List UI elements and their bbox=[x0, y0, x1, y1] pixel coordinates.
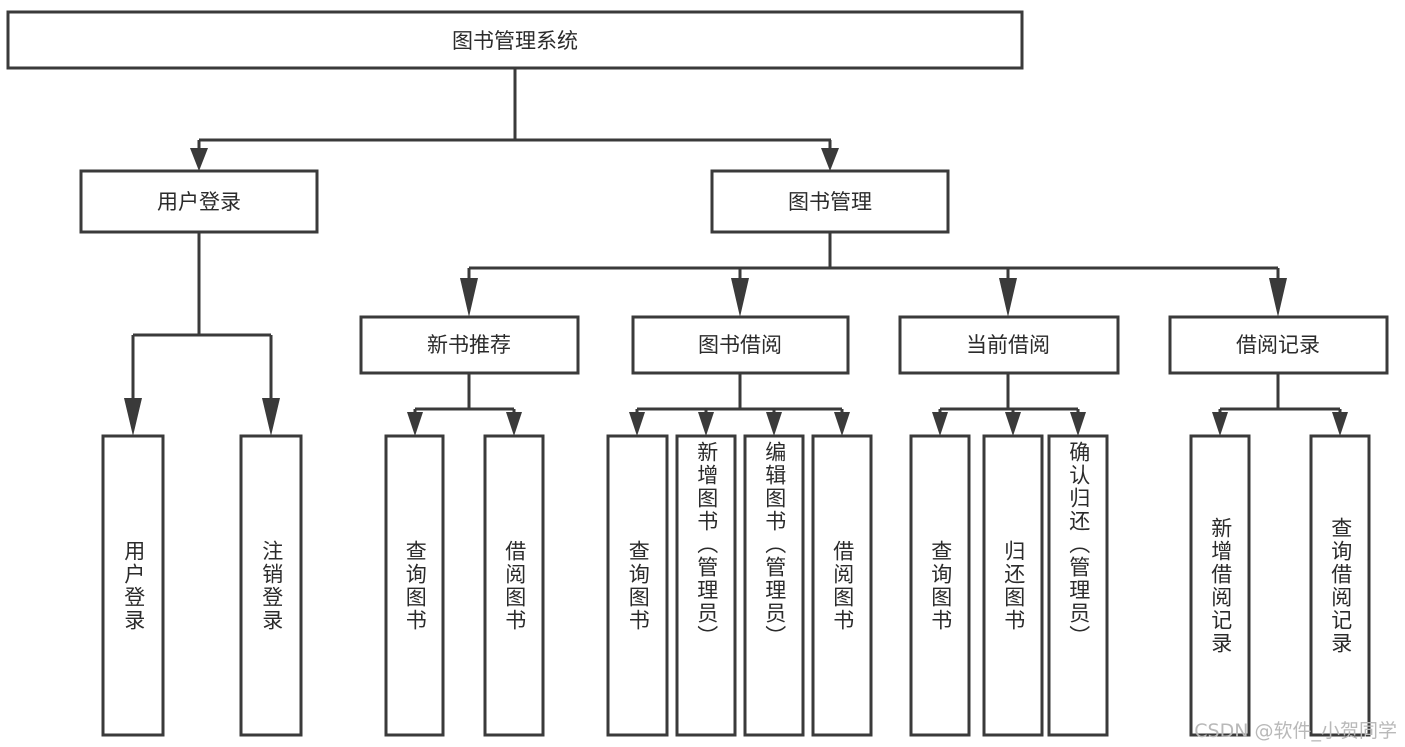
node-book-borrow-label: 图书借阅 bbox=[698, 333, 782, 357]
edge-level2-to-level3 bbox=[460, 232, 1287, 317]
node-root[interactable]: 图书管理系统 bbox=[6, 10, 1024, 70]
node-current-borrow-label: 当前借阅 bbox=[966, 333, 1050, 357]
leaf-box bbox=[1047, 434, 1109, 737]
edge-current-borrow-to-leaves bbox=[932, 373, 1086, 436]
node-book-borrow[interactable]: 图书借阅 bbox=[631, 315, 850, 375]
leaf-box bbox=[101, 434, 165, 737]
edge-borrow-record-to-leaves bbox=[1212, 373, 1348, 436]
node-borrow-record-label: 借阅记录 bbox=[1236, 333, 1320, 357]
leaf-box bbox=[675, 434, 737, 737]
node-borrow-record[interactable]: 借阅记录 bbox=[1168, 315, 1389, 375]
node-book-management-label: 图书管理 bbox=[788, 190, 872, 214]
node-new-book-recommend-label: 新书推荐 bbox=[427, 333, 511, 357]
leaf-box bbox=[743, 434, 805, 737]
edge-user-login-to-leaves bbox=[124, 232, 280, 436]
leaf-box bbox=[909, 434, 971, 737]
node-user-login[interactable]: 用户登录 bbox=[79, 169, 319, 234]
leaf-box bbox=[483, 434, 545, 737]
edge-root-to-level2 bbox=[190, 68, 839, 171]
leaf-box bbox=[1309, 434, 1371, 737]
leaf-boxes bbox=[101, 434, 1371, 737]
leaf-box bbox=[239, 434, 303, 737]
leaf-box bbox=[606, 434, 669, 737]
leaf-box bbox=[982, 434, 1044, 737]
node-book-management[interactable]: 图书管理 bbox=[710, 169, 950, 234]
leaf-box bbox=[1189, 434, 1251, 737]
node-root-label: 图书管理系统 bbox=[452, 29, 578, 53]
edge-new-book-to-leaves bbox=[407, 373, 522, 436]
node-new-book-recommend[interactable]: 新书推荐 bbox=[359, 315, 580, 375]
edge-borrow-to-leaves bbox=[629, 373, 850, 436]
node-user-login-label: 用户登录 bbox=[157, 190, 241, 214]
leaf-box bbox=[384, 434, 445, 737]
watermark: CSDN @软件_小贺同学 bbox=[1194, 720, 1397, 742]
leaf-box bbox=[811, 434, 873, 737]
node-current-borrow[interactable]: 当前借阅 bbox=[898, 315, 1120, 375]
